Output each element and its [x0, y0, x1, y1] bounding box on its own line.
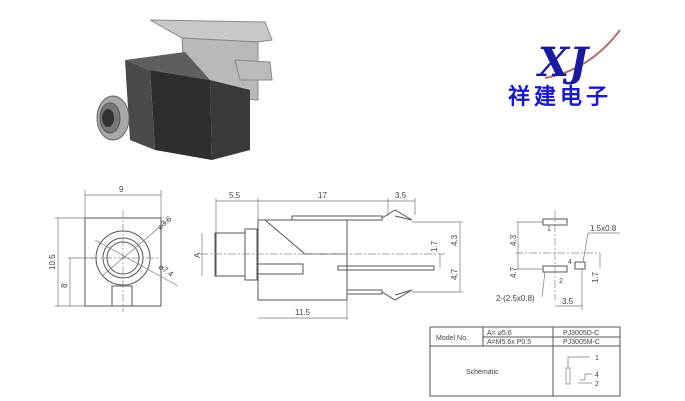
dim-front-len: 5.5	[229, 191, 241, 200]
pcb-footprint: 4.3 4.7 1 2 4 1.5x0.8 1.7 3.5 2-(2.5x0.8…	[496, 210, 620, 310]
logo-name: 祥建电子	[508, 84, 612, 110]
row-model-1: PJ3005M-C	[563, 339, 600, 346]
dim-base-len: 11.5	[295, 308, 311, 317]
dim-body-len: 17	[318, 191, 327, 200]
fp-dim-lower: 4.7	[509, 266, 518, 278]
schematic-pin-4: 4	[595, 372, 599, 379]
dim-tab-len: 3.5	[395, 191, 407, 200]
dim-width: 9	[119, 185, 124, 194]
company-logo: XJ 祥建电子	[508, 29, 621, 110]
fp-pin1: 1	[547, 226, 551, 233]
model-label: Model No.	[436, 335, 468, 342]
spec-table: Model No. A= ⌀5.6 A=M5.6x P0.5 PJ3005D-C…	[429, 326, 621, 397]
schematic-pin-1: 1	[595, 355, 599, 362]
product-photo	[96, 19, 273, 160]
fp-dim-upper: 4.3	[509, 234, 518, 246]
fp-pad-size: 1.5x0.8	[590, 224, 617, 233]
schematic-pin-2: 2	[595, 381, 599, 388]
dim-lower: 4.7	[450, 268, 459, 280]
dim-height: 10.5	[48, 254, 57, 270]
dim-dia-a: A	[193, 252, 202, 258]
fp-spacing: 3.5	[562, 297, 574, 306]
row-a-0: A= ⌀5.6	[487, 330, 512, 337]
front-view: 9 10.5 8 ⌀3.6 ⌀7.4	[48, 185, 179, 312]
dim-inner-dia: ⌀3.6	[156, 214, 174, 231]
dim-center-height: 8	[60, 283, 69, 288]
schematic-label: Schematic	[466, 369, 499, 376]
fp-pin4: 4	[568, 259, 572, 266]
side-view: 5.5 17 3.5 A 11.5 4.3 4.7 1.7	[193, 191, 463, 320]
logo-mark: XJ	[535, 39, 591, 86]
dim-offset: 1.7	[430, 240, 439, 252]
dim-outer-dia: ⌀7.4	[157, 262, 176, 279]
fp-offset: 1.7	[591, 271, 600, 283]
dim-upper: 4.3	[450, 234, 459, 246]
fp-pin2: 2	[559, 278, 563, 285]
row-model-0: PJ3005D-C	[563, 330, 599, 337]
row-a-1: A=M5.6x P0.5	[487, 339, 531, 346]
fp-pads: 2-(2.5x0.8)	[496, 294, 535, 303]
